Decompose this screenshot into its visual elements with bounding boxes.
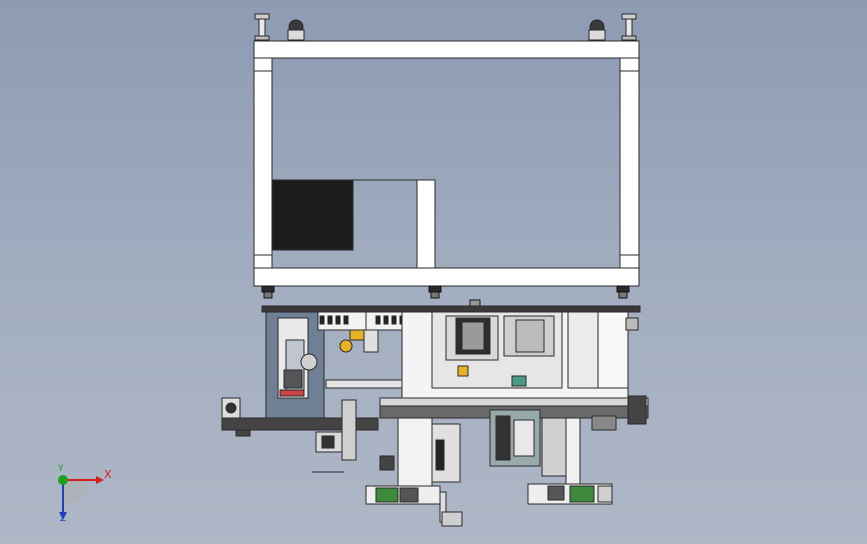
black-plate [271,179,354,251]
linear-rail [379,397,649,407]
right-post [619,57,640,269]
top-caster-right [588,13,637,41]
inner-post [416,179,436,269]
valve-block [317,311,409,331]
triad-y-label: Y [58,464,64,474]
left-post [253,57,273,269]
leveling-feet [261,285,630,309]
yellow-part [339,339,353,353]
coordinate-triad [58,475,104,520]
upper-frame [253,13,640,287]
center-column [397,417,433,489]
left-base [221,417,379,431]
lower-assembly [221,305,649,527]
mounting-plate [261,305,641,313]
triad-x-label: X [104,468,112,481]
top-rail [253,40,640,59]
bottom-rail [253,267,640,287]
y-axis-dot [58,475,68,485]
top-caster-left [254,13,305,41]
triad-z-label: Z [60,514,67,524]
